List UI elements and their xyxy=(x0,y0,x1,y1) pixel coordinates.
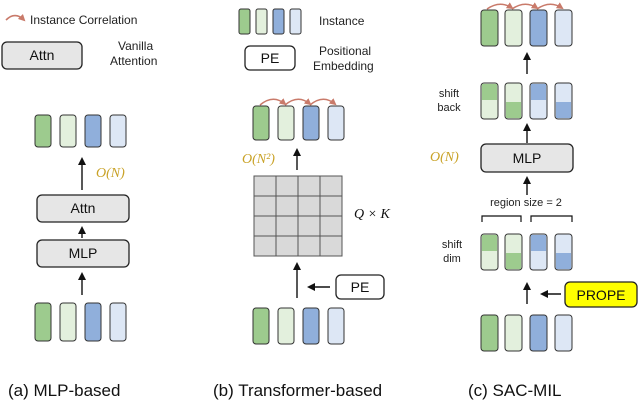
complexity-label: O(N) xyxy=(430,150,459,165)
instance-legend-label: Instance xyxy=(319,14,365,28)
caption-transformer-based: (b) Transformer-based xyxy=(213,381,382,400)
instance-row-bottom xyxy=(252,307,345,345)
attn-legend-box-label: Attn xyxy=(30,47,55,63)
vanilla-attention-label-line2: Attention xyxy=(110,54,157,68)
instance-correlation-arc-icon xyxy=(5,13,26,22)
complexity-label: O(N) xyxy=(96,166,125,181)
instance-legend-icon xyxy=(238,8,302,35)
instance-row-input xyxy=(480,314,573,352)
attn-block xyxy=(36,194,130,223)
pe-block xyxy=(335,274,385,300)
shift-back-label-line1: shift xyxy=(439,88,459,100)
correlation-arcs xyxy=(259,98,337,106)
mlp-block xyxy=(480,143,574,173)
instance-row-bottom xyxy=(34,302,127,342)
mlp-block-label: MLP xyxy=(69,245,98,261)
attention-matrix-grid xyxy=(253,175,343,257)
mlp-block xyxy=(36,239,130,268)
instance-row-shifted-dim xyxy=(480,233,573,271)
pe-legend-box-label: PE xyxy=(261,50,280,66)
region-bracket-right xyxy=(530,215,573,222)
caption-mlp-based: (a) MLP-based xyxy=(8,381,120,400)
attn-block-label: Attn xyxy=(71,200,96,216)
attn-legend-box xyxy=(1,41,83,70)
shift-back-label-line2: back xyxy=(437,102,461,114)
region-bracket-left xyxy=(481,215,522,222)
correlation-arcs xyxy=(486,2,564,10)
mlp-block-label: MLP xyxy=(513,150,542,166)
positional-embedding-label-line1: Positional xyxy=(319,44,371,58)
positional-embedding-label-line2: Embedding xyxy=(313,59,374,73)
prope-block-label: PROPE xyxy=(576,287,625,303)
panel-sac-mil: shift back O(N) MLP region size = 2 shif… xyxy=(430,2,638,400)
pe-block-label: PE xyxy=(351,279,370,295)
instance-correlation-legend-label: Instance Correlation xyxy=(30,13,137,27)
panel-mlp-based: O(N) Attn MLP (a) MLP-based xyxy=(8,114,130,400)
legend: Instance Correlation Attn Vanilla Attent… xyxy=(1,8,374,73)
shift-dim-label-line2: dim xyxy=(443,253,461,265)
shift-dim-label-line1: shift xyxy=(442,239,462,251)
complexity-label: O(N²) xyxy=(242,152,275,167)
instance-row-top xyxy=(34,114,127,148)
region-size-label: region size = 2 xyxy=(490,197,562,209)
panel-transformer-based: O(N²) Q × K PE xyxy=(213,98,391,400)
vanilla-attention-label-line1: Vanilla xyxy=(118,39,153,53)
instance-row-top xyxy=(252,105,345,141)
prope-block xyxy=(564,281,638,308)
instance-row-shifted-back xyxy=(480,82,573,120)
caption-sac-mil: (c) SAC-MIL xyxy=(468,381,562,400)
pe-legend-box xyxy=(244,45,296,71)
instance-row-output xyxy=(480,9,573,47)
q-times-k-label: Q × K xyxy=(354,207,391,222)
